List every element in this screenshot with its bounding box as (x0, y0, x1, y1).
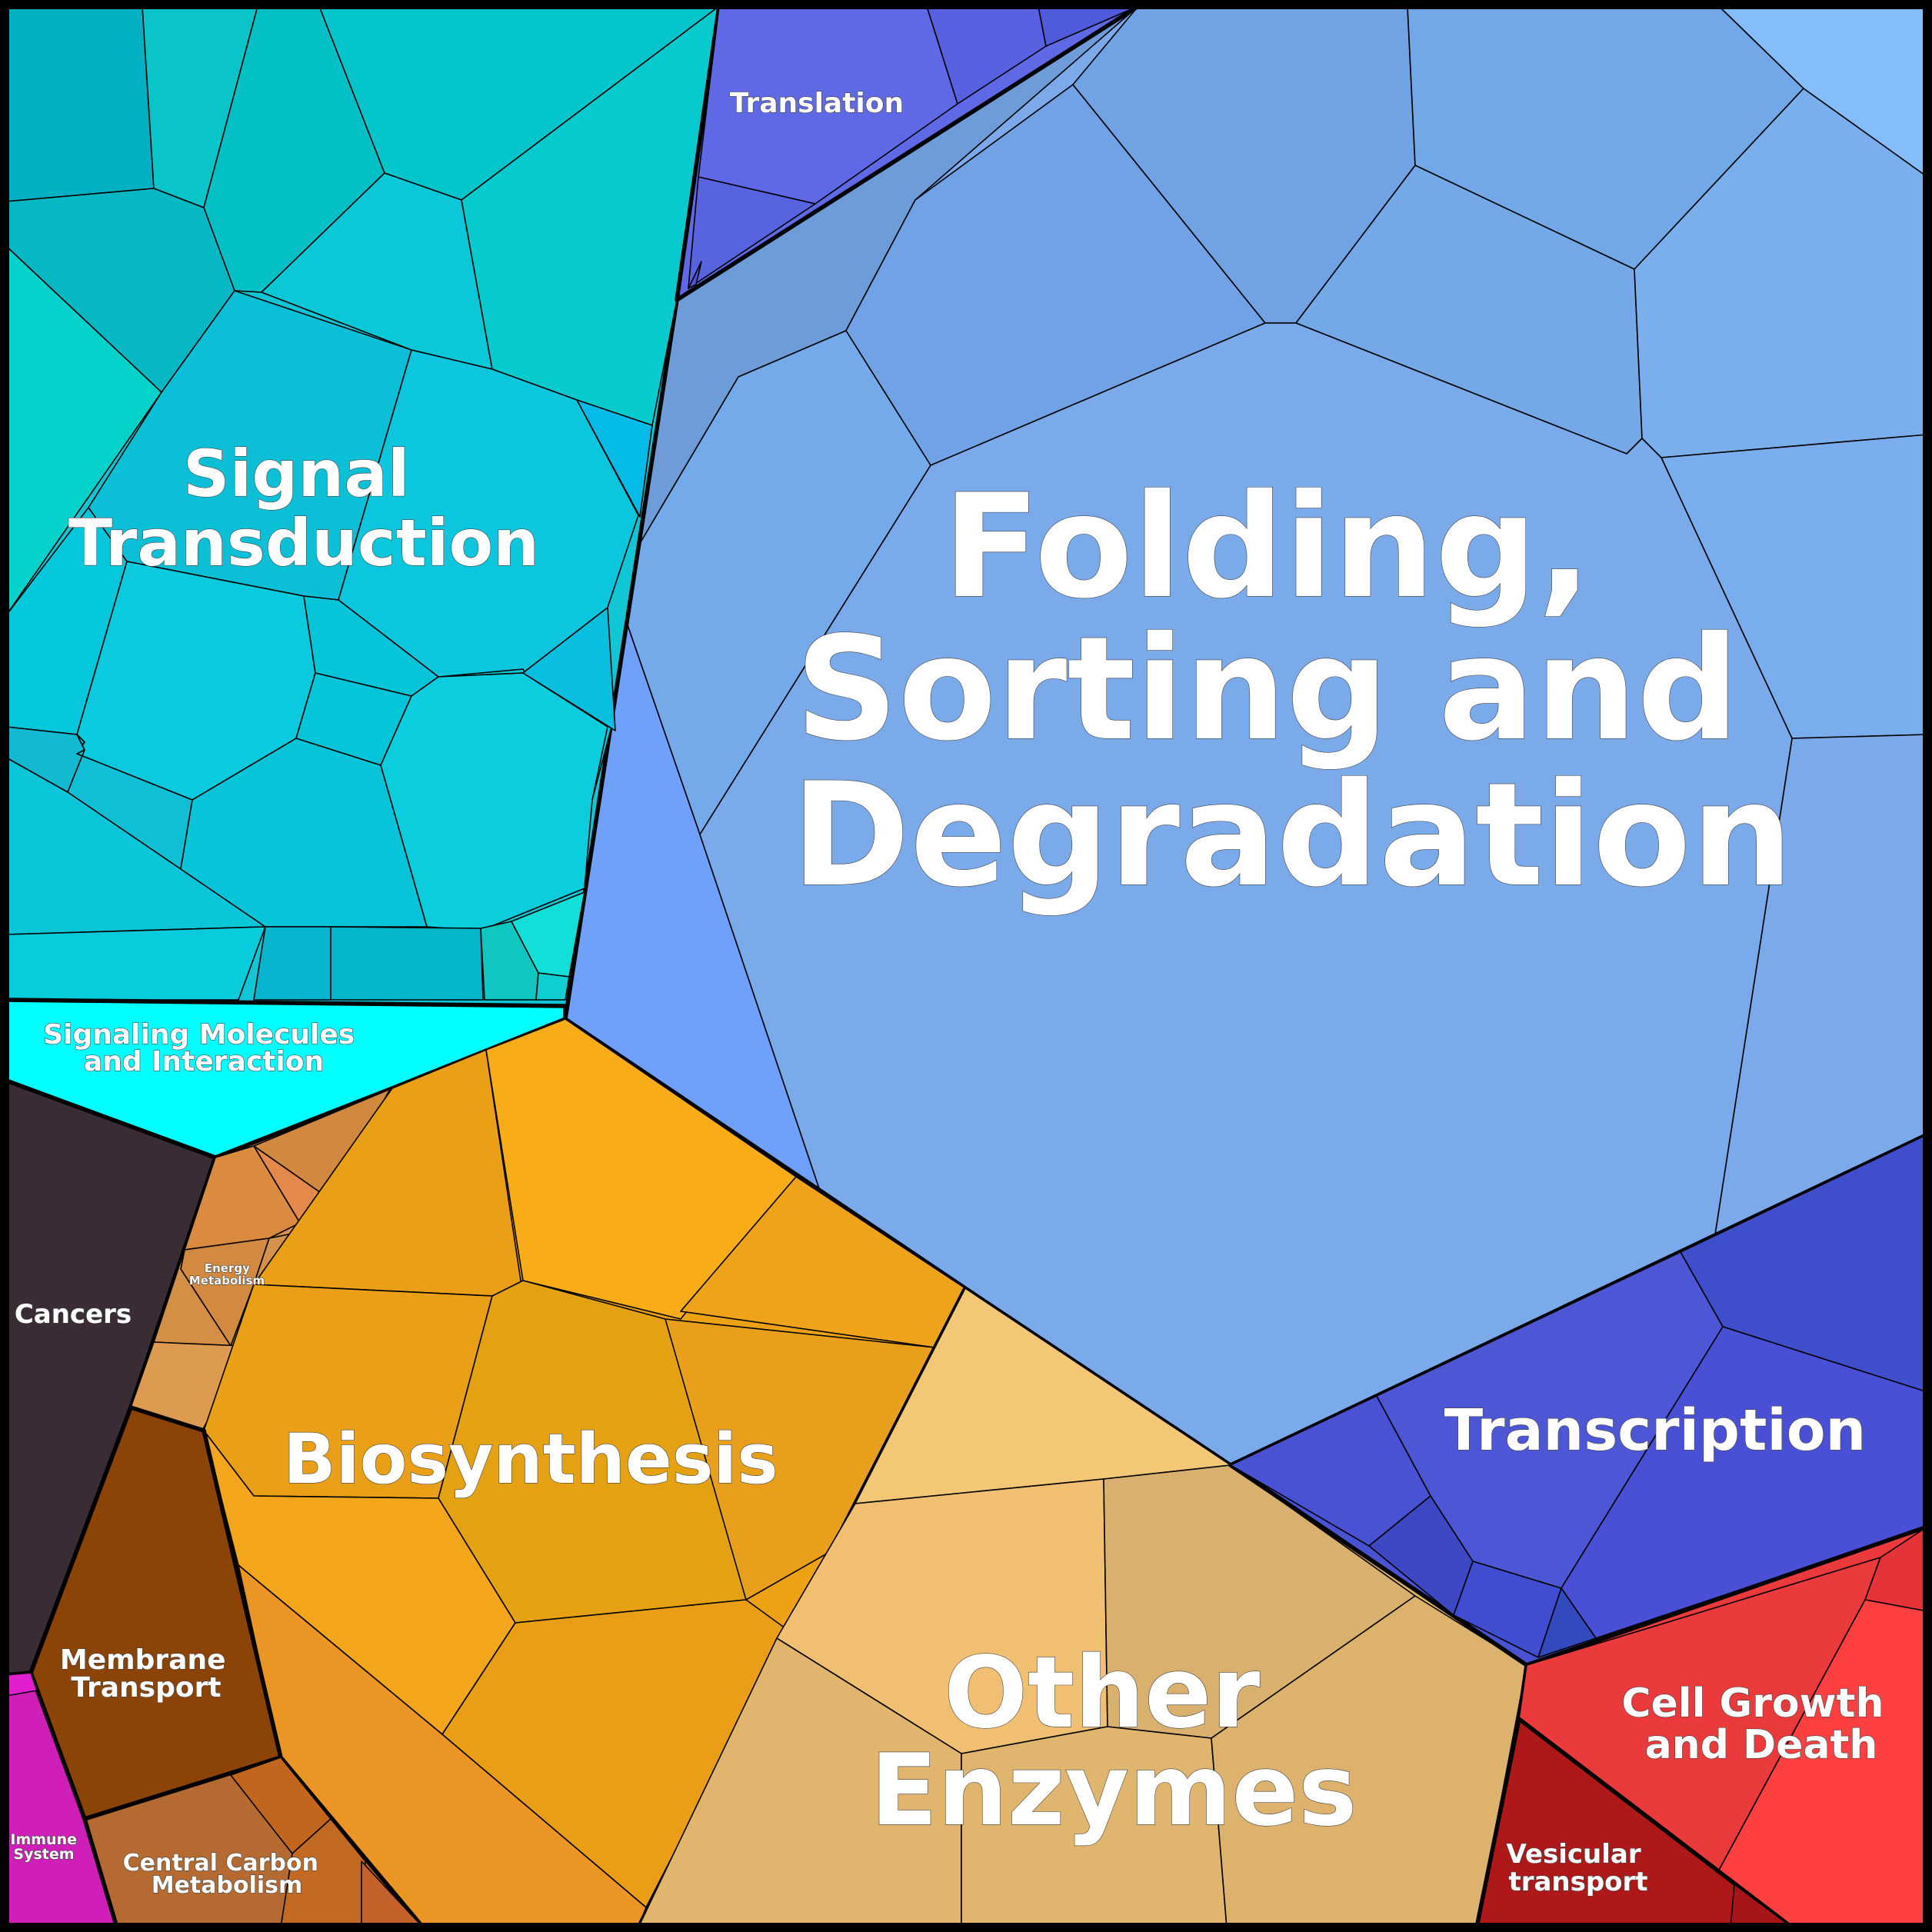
label-membrane-line2: Transport (71, 1672, 221, 1704)
label-immune-line2: System (13, 1846, 74, 1863)
label-biosynthesis: Biosynthesis (283, 1419, 778, 1500)
region-translation[interactable] (675, 4, 1141, 302)
label-folding-line1: Folding, (943, 463, 1592, 630)
label-central-carbon-line2: Metabolism (152, 1872, 303, 1899)
signal-subcell[interactable] (576, 399, 653, 518)
label-translation: Translation (730, 88, 904, 119)
signal-subcell[interactable] (253, 926, 331, 1001)
label-other-enzymes-line2: Enzymes (871, 1734, 1357, 1848)
signal-subcell[interactable] (5, 5, 155, 202)
label-immune-line1: Immune (10, 1831, 77, 1848)
label-biosynthesis-line1: Biosynthesis (283, 1419, 778, 1500)
region-folding[interactable] (390, 4, 1930, 1467)
label-membrane: Membrane Transport (60, 1644, 235, 1704)
label-central-carbon: Central Carbon Metabolism (123, 1850, 327, 1899)
label-energy-line2: Metabolism (189, 1274, 265, 1287)
label-signal-line1: Signal (183, 436, 410, 511)
label-vesicular: Vesicular transport (1507, 1839, 1651, 1897)
label-vesicular-line1: Vesicular (1507, 1839, 1641, 1870)
label-transcription: Transcription (1444, 1397, 1866, 1464)
transcription-subcell[interactable] (1537, 1587, 1597, 1658)
label-folding-line3: Degradation (791, 751, 1793, 918)
label-cell-growth-line1: Cell Growth (1621, 1681, 1884, 1727)
label-energy: Energy Metabolism (189, 1261, 265, 1287)
signal-subcell[interactable] (522, 607, 616, 731)
translation-subcell[interactable] (688, 176, 816, 289)
label-folding: Folding, Sorting and Degradation (791, 463, 1793, 918)
region-cell-growth[interactable] (1517, 1524, 1930, 1930)
label-signaling-molecules: Signaling Molecules and Interaction (43, 1019, 365, 1078)
label-cell-growth-line2: and Death (1645, 1722, 1878, 1768)
signal-subcell[interactable] (535, 972, 570, 1001)
label-vesicular-line2: transport (1508, 1867, 1647, 1897)
signal-subcell[interactable] (180, 738, 428, 928)
label-signaling-molecules-line1: Signaling Molecules (43, 1019, 355, 1051)
label-immune: Immune System (10, 1831, 82, 1863)
label-other-enzymes: Other Enzymes (871, 1636, 1357, 1848)
region-signal[interactable] (4, 4, 721, 1021)
label-signal: Signal Transduction (68, 436, 539, 581)
signal-subcell[interactable] (330, 926, 484, 1001)
region-transcription[interactable] (1228, 1132, 1930, 1667)
label-translation-line1: Translation (730, 88, 904, 119)
label-cancers: Cancers (15, 1299, 132, 1330)
label-cell-growth: Cell Growth and Death (1621, 1681, 1897, 1768)
energy-subcell[interactable] (184, 1145, 301, 1251)
label-signal-line2: Transduction (68, 505, 539, 581)
folding-subcell[interactable] (699, 322, 1793, 1466)
label-folding-line2: Sorting and (795, 605, 1740, 772)
label-transcription-line1: Transcription (1444, 1397, 1866, 1464)
translation-subcell[interactable] (688, 261, 702, 289)
label-central-carbon-line1: Central Carbon (123, 1850, 318, 1877)
label-other-enzymes-line1: Other (944, 1636, 1260, 1750)
label-signaling-molecules-line2: and Interaction (84, 1046, 324, 1078)
label-membrane-line1: Membrane (60, 1644, 226, 1676)
signal-subcell[interactable] (5, 926, 266, 1001)
label-cancers-line1: Cancers (15, 1299, 132, 1330)
label-energy-line1: Energy (205, 1261, 250, 1275)
